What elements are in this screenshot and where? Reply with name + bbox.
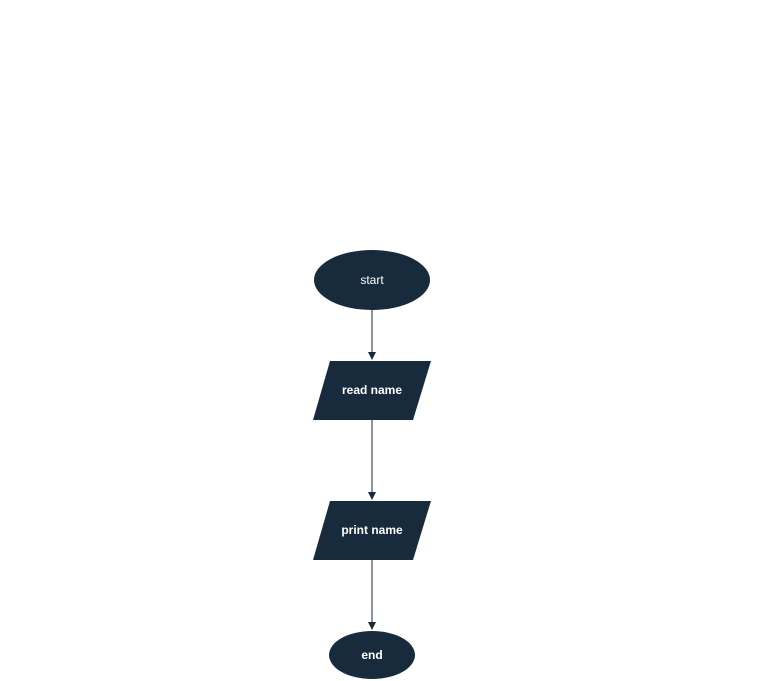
end-node[interactable]: end [329,631,415,679]
connector-read-to-print [368,420,376,500]
start-node-shape [314,250,430,310]
read-name-node-shape [313,361,431,420]
arrowhead [368,622,376,630]
arrowhead [368,352,376,360]
connector-start-to-read [368,310,376,360]
end-node-shape [329,631,415,679]
start-node-label: start [360,273,384,287]
print-name-node-label: print name [341,523,403,537]
connector-print-to-end [368,560,376,630]
read-name-node-label: read name [342,383,402,397]
read-name-node[interactable]: read name [313,361,431,420]
print-name-node-shape [313,501,431,560]
start-node[interactable]: start [314,250,430,310]
end-node-label: end [361,648,382,662]
arrowhead [368,492,376,500]
print-name-node[interactable]: print name [313,501,431,560]
